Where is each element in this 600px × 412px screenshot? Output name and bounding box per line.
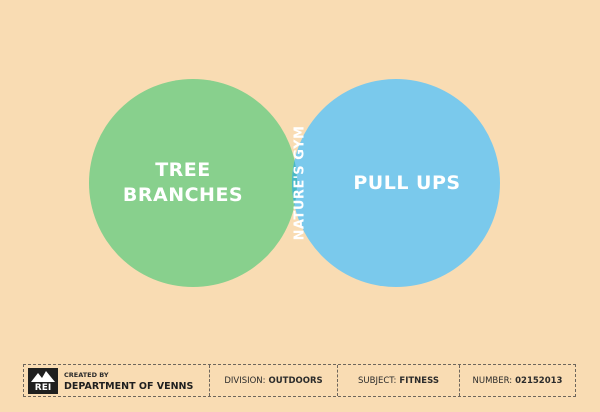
right-circle: [292, 79, 500, 287]
number-value: 02152013: [515, 375, 563, 386]
footer-bar: REI CREATED BY DEPARTMENT OF VENNS DIVIS…: [23, 364, 576, 397]
venn-diagram: TREE BRANCHES PULL UPS NATURE'S GYM: [89, 79, 500, 287]
left-circle: [89, 79, 297, 287]
footer-creator-cell: REI CREATED BY DEPARTMENT OF VENNS: [24, 365, 209, 396]
footer-subject-cell: SUBJECT: FITNESS: [337, 365, 459, 396]
right-circle-label: PULL UPS: [353, 172, 460, 194]
left-circle-label-line-1: TREE: [155, 159, 211, 181]
number-label: NUMBER:: [472, 375, 513, 386]
footer-number-cell: NUMBER: 02152013: [459, 365, 575, 396]
mountain-icon: [31, 370, 55, 382]
division-value: OUTDOORS: [268, 375, 323, 386]
subject-value: FITNESS: [399, 375, 439, 386]
department-name: DEPARTMENT OF VENNS: [64, 380, 194, 392]
logo-text: REI: [34, 382, 52, 393]
creator-text: CREATED BY DEPARTMENT OF VENNS: [64, 370, 193, 392]
footer-division-cell: DIVISION: OUTDOORS: [209, 365, 337, 396]
division-label: DIVISION:: [224, 375, 266, 386]
left-circle-label-line-2: BRANCHES: [123, 184, 243, 206]
rei-logo: REI: [28, 367, 58, 394]
subject-label: SUBJECT:: [358, 375, 397, 386]
overlap-label: NATURE'S GYM: [293, 126, 308, 241]
created-by-label: CREATED BY: [64, 370, 109, 379]
